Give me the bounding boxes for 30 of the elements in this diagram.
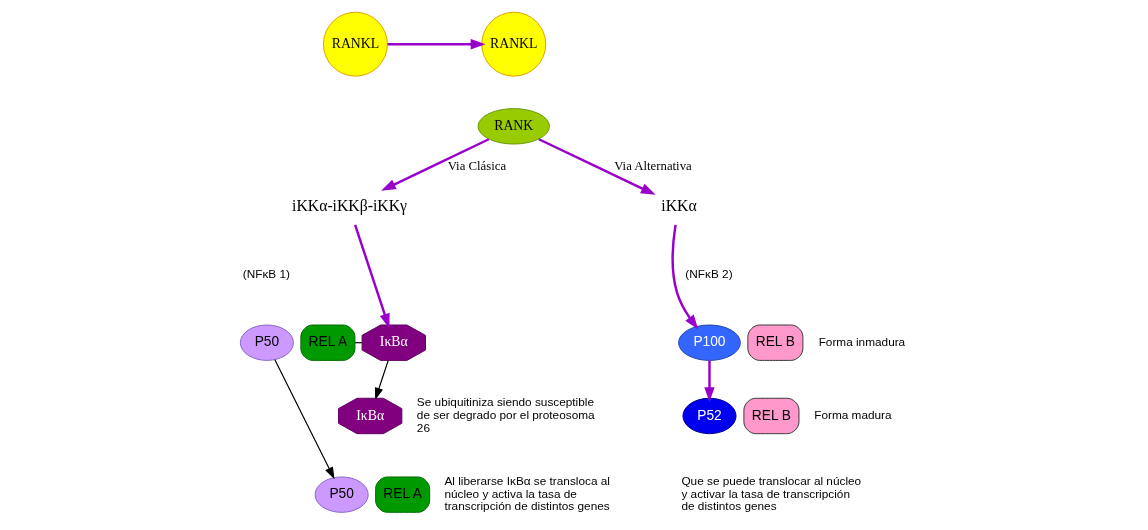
arrow bbox=[274, 359, 335, 480]
node-ellipse: RANK bbox=[477, 108, 550, 145]
arrow bbox=[381, 138, 490, 191]
node-label: Al liberarse IκBα se transloca al núcleo y activa la tasa de transcripción de distintos genes bbox=[444, 473, 610, 514]
node-ellipse: P50 bbox=[314, 476, 369, 513]
node-label: Forma inmadura bbox=[818, 334, 906, 349]
node-label: Forma madura bbox=[814, 408, 892, 423]
node-label: Se ubiquitiniza siendo susceptible de ser degrado por el proteosoma 26 bbox=[416, 395, 595, 435]
label: Que se puede translocar al núcleo y activar la tasa de transcripción de distintos genes bbox=[681, 473, 862, 514]
node-text: iKKα-iKKβ-iKKγ bbox=[292, 196, 407, 214]
arrow bbox=[704, 360, 715, 402]
node-ellipse: P50 bbox=[239, 324, 294, 361]
edge-label: Via Clásica bbox=[447, 158, 507, 173]
arrow bbox=[374, 360, 389, 400]
node-box: REL A bbox=[300, 324, 356, 361]
node-circle: RANKL bbox=[481, 11, 547, 77]
node-ellipse: P100 bbox=[678, 324, 741, 361]
node-box: REL B bbox=[743, 397, 800, 435]
node-text: iKKα bbox=[661, 196, 697, 214]
arrow bbox=[538, 138, 656, 195]
arrow bbox=[353, 224, 390, 329]
node-box: REL A bbox=[375, 476, 431, 513]
node-label: (NFκB 1) bbox=[242, 266, 291, 281]
node-ellipse: P52 bbox=[682, 397, 737, 435]
edge-label: Via Alternativa bbox=[614, 158, 692, 173]
node-label: (NFκB 2) bbox=[685, 266, 733, 281]
node-circle: RANKL bbox=[322, 11, 388, 77]
node-box: REL B bbox=[747, 324, 804, 361]
arrow bbox=[671, 224, 699, 330]
arrow bbox=[387, 39, 486, 50]
